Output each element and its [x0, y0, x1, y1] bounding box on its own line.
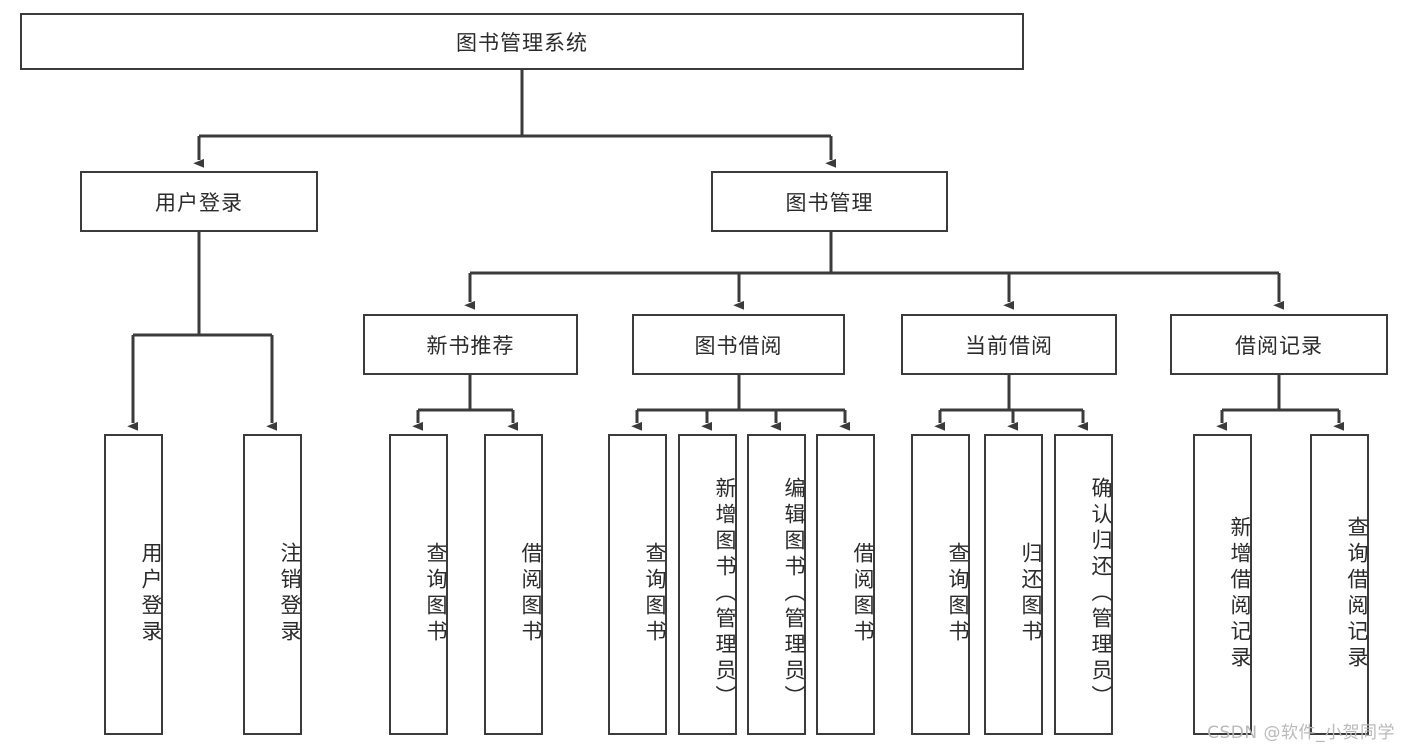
node-leaf-query-book-2[interactable]: 查询图书 [608, 434, 667, 735]
node-user-login[interactable]: 用户登录 [80, 171, 318, 232]
node-leaf-query-book-1[interactable]: 查询图书 [389, 434, 448, 735]
node-user-login-label: 用户登录 [155, 190, 243, 215]
node-leaf-confirm-return-label: 确认归还（管理员） [1089, 476, 1113, 711]
node-book-manage-label: 图书管理 [785, 190, 874, 215]
node-new-book-recommend-label: 新书推荐 [426, 333, 515, 358]
node-leaf-borrow-book-2-label: 借阅图书 [851, 541, 875, 646]
node-leaf-query-book-3[interactable]: 查询图书 [911, 434, 970, 735]
node-leaf-query-book-1-label: 查询图书 [424, 541, 448, 646]
node-leaf-logout-label: 注销登录 [278, 541, 302, 646]
node-leaf-user-login[interactable]: 用户登录 [104, 434, 163, 735]
node-leaf-confirm-return[interactable]: 确认归还（管理员） [1054, 434, 1113, 735]
node-leaf-add-book[interactable]: 新增图书（管理员） [678, 434, 737, 735]
node-leaf-add-record-label: 新增借阅记录 [1228, 515, 1252, 672]
node-leaf-borrow-book-2[interactable]: 借阅图书 [816, 434, 875, 735]
node-leaf-query-book-2-label: 查询图书 [643, 541, 667, 646]
node-borrow-record[interactable]: 借阅记录 [1170, 314, 1388, 375]
node-leaf-borrow-book-1-label: 借阅图书 [519, 541, 543, 646]
node-new-book-recommend[interactable]: 新书推荐 [363, 314, 578, 375]
node-book-borrow[interactable]: 图书借阅 [632, 314, 845, 375]
node-leaf-add-book-label: 新增图书（管理员） [713, 476, 737, 711]
node-current-borrow-label: 当前借阅 [965, 333, 1053, 358]
node-leaf-add-record[interactable]: 新增借阅记录 [1193, 434, 1252, 735]
node-leaf-query-book-3-label: 查询图书 [946, 541, 970, 646]
node-leaf-logout[interactable]: 注销登录 [243, 434, 302, 735]
node-root[interactable]: 图书管理系统 [20, 13, 1024, 70]
node-book-borrow-label: 图书借阅 [694, 333, 783, 358]
node-leaf-query-record[interactable]: 查询借阅记录 [1310, 434, 1369, 735]
node-leaf-user-login-label: 用户登录 [139, 541, 163, 646]
node-root-label: 图书管理系统 [456, 30, 588, 55]
node-current-borrow[interactable]: 当前借阅 [901, 314, 1117, 375]
node-leaf-return-book[interactable]: 归还图书 [984, 434, 1043, 735]
node-leaf-edit-book[interactable]: 编辑图书（管理员） [747, 434, 806, 735]
node-book-manage[interactable]: 图书管理 [711, 171, 948, 232]
node-leaf-borrow-book-1[interactable]: 借阅图书 [484, 434, 543, 735]
watermark-text: CSDN @软件_小贺同学 [1207, 723, 1395, 743]
node-leaf-edit-book-label: 编辑图书（管理员） [782, 476, 806, 711]
node-borrow-record-label: 借阅记录 [1235, 333, 1323, 358]
node-leaf-return-book-label: 归还图书 [1019, 541, 1043, 646]
node-leaf-query-record-label: 查询借阅记录 [1345, 515, 1369, 672]
